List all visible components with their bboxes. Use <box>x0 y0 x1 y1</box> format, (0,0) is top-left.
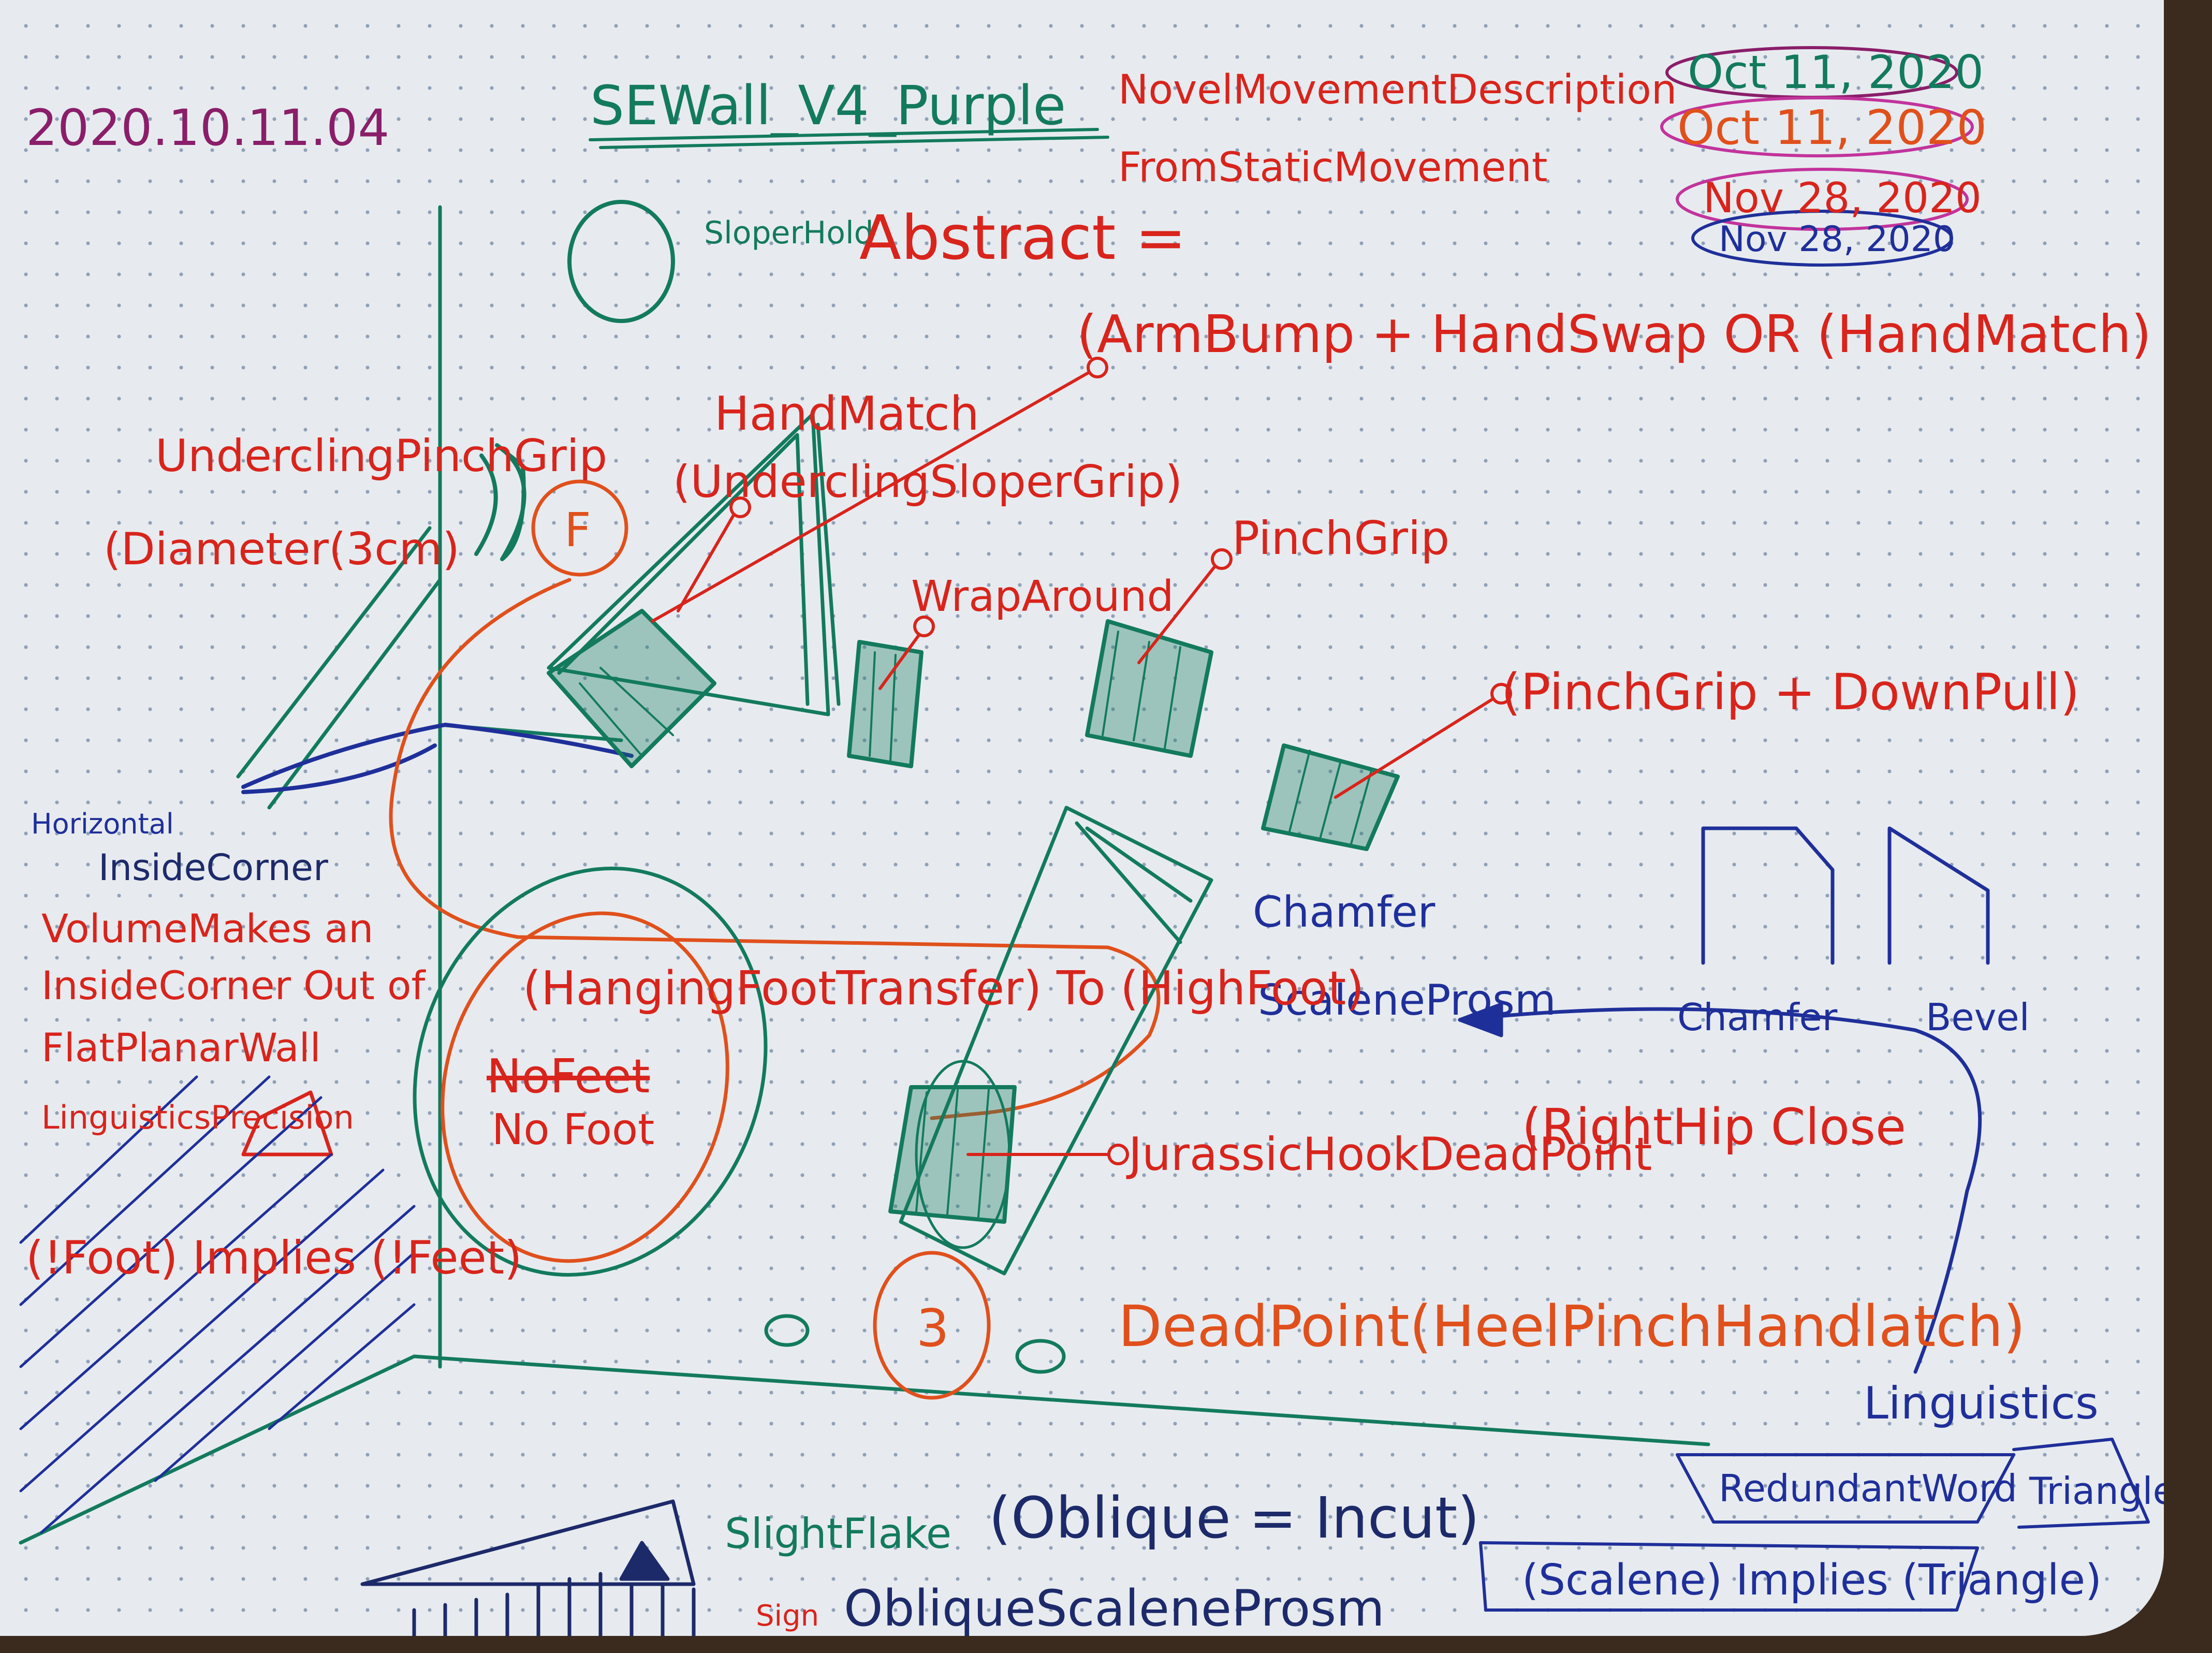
title-underline <box>589 128 1109 149</box>
no-feet-label: NoFeet <box>487 1049 650 1104</box>
chamfer-bevel-icons <box>1701 826 1990 965</box>
volume-note-2: InsideCorner Out of <box>41 962 427 1008</box>
redundant-word-label: RedundantWord <box>1719 1467 2017 1510</box>
leader-lines <box>651 366 1503 1156</box>
three-marker-circle <box>873 1251 991 1400</box>
foot-chip-2 <box>1015 1339 1066 1374</box>
f-marker-circle <box>531 479 628 577</box>
hold-hatching <box>579 631 1373 1218</box>
hand-match-label: HandMatch <box>714 387 979 441</box>
date-2: Oct 11, 2020 <box>1677 100 1987 155</box>
notebook-page: 2020.10.11.04 SEWall_V4_Purple NovelMove… <box>0 0 2164 1636</box>
three-marker: 3 <box>916 1298 949 1358</box>
oblique-scalene-label: ObliqueScaleneProsm <box>844 1579 1385 1636</box>
right-hip-label: (RightHip Close <box>1522 1098 1906 1156</box>
page-date: 2020.10.11.04 <box>26 99 389 157</box>
inside-corner-curve <box>241 723 634 794</box>
jurassic-deadpoint-label: JurassicHookDeadPoint <box>1126 1128 1652 1181</box>
from-movement: FromStaticMovement <box>1118 144 1547 191</box>
date-4: Nov 28, 2020 <box>1719 219 1955 260</box>
date-1: Oct 11, 2020 <box>1688 46 1984 99</box>
triangle-label: Triangle <box>2029 1469 2164 1513</box>
abstract-label: Abstract = <box>859 202 1186 273</box>
linguistics-label: Linguistics <box>1864 1378 2099 1429</box>
bevel-label: Bevel <box>1926 996 2030 1039</box>
handmatch-triangle <box>547 412 841 716</box>
diameter-label: (Diameter(3cm) <box>104 523 460 575</box>
orange-wall-outline <box>389 578 1161 1120</box>
horizontal-label: Horizontal <box>31 808 174 840</box>
no-feet-ellipse-orange <box>441 911 729 1263</box>
sketch-canvas: 2020.10.11.04 SEWall_V4_Purple NovelMove… <box>19 46 2164 1636</box>
date-3: Nov 28, 2020 <box>1703 174 1982 222</box>
sloper-legend-circle <box>567 200 675 323</box>
deadpoint-pinch-label: DeadPoint(HeelPinchHandlatch) <box>1118 1293 2026 1359</box>
scalene-implies-label: (Scalene) Implies (Triangle) <box>1522 1556 2102 1605</box>
long-volume <box>899 806 1213 1276</box>
page-title: SEWall_V4_Purple <box>590 74 1066 137</box>
linguistics-precision-label: LinguisticsPrecision <box>41 1099 354 1136</box>
pinch-downpull-label: (PinchGrip + DownPull) <box>1501 663 2079 721</box>
foot-chip-1 <box>764 1314 810 1347</box>
wrap-around-label: WrapAround <box>911 572 1174 621</box>
chamfer-label: Chamfer <box>1677 996 1838 1039</box>
sloper-hold-label: SloperHold <box>704 215 874 251</box>
undercling-pinch-label: UnderclingPinchGrip <box>155 430 607 482</box>
sign-mark-label: Sign <box>756 1599 819 1633</box>
no-feet-ellipse-green <box>413 867 768 1277</box>
volume-note-3: FlatPlanarWall <box>41 1025 321 1071</box>
linguistics-boxes <box>1479 1438 2150 1612</box>
armbump-label: (ArmBump + HandSwap OR (HandMatch) HandS… <box>1077 304 2164 364</box>
inside-corner-label: InsideCorner <box>98 846 328 889</box>
no-foot-label: No Foot <box>492 1105 654 1154</box>
slight-flake-label: SlightFlake <box>725 1510 951 1558</box>
leader-dots <box>729 357 1512 1165</box>
movement-description: NovelMovementDescription <box>1118 67 1677 113</box>
scalene-prism-label: ScaleneProsm <box>1258 976 1556 1025</box>
undercling-sloper-label: (UnderclingSloperGrip) <box>673 456 1182 508</box>
hanging-foot-label: (HangingFootTransfer) To (HighFoot) <box>523 961 1364 1016</box>
volume-note-1: VolumeMakes an <box>41 905 373 952</box>
linguistics-arrow <box>1458 1002 1982 1374</box>
slight-flake-wedge <box>360 1499 696 1636</box>
f-marker: F <box>564 503 591 558</box>
chamfer-scalene-label: Chamfer <box>1253 888 1435 937</box>
corner-hatching <box>19 1075 416 1534</box>
date-ovals <box>1660 46 1974 267</box>
oblique-incut-label: (Oblique = Incut) <box>989 1485 1479 1551</box>
foot-implies-label: (!Foot) Implies (!Feet) <box>26 1231 522 1284</box>
crescent-hold <box>474 443 526 561</box>
pinch-grip-label: PinchGrip <box>1232 511 1449 565</box>
